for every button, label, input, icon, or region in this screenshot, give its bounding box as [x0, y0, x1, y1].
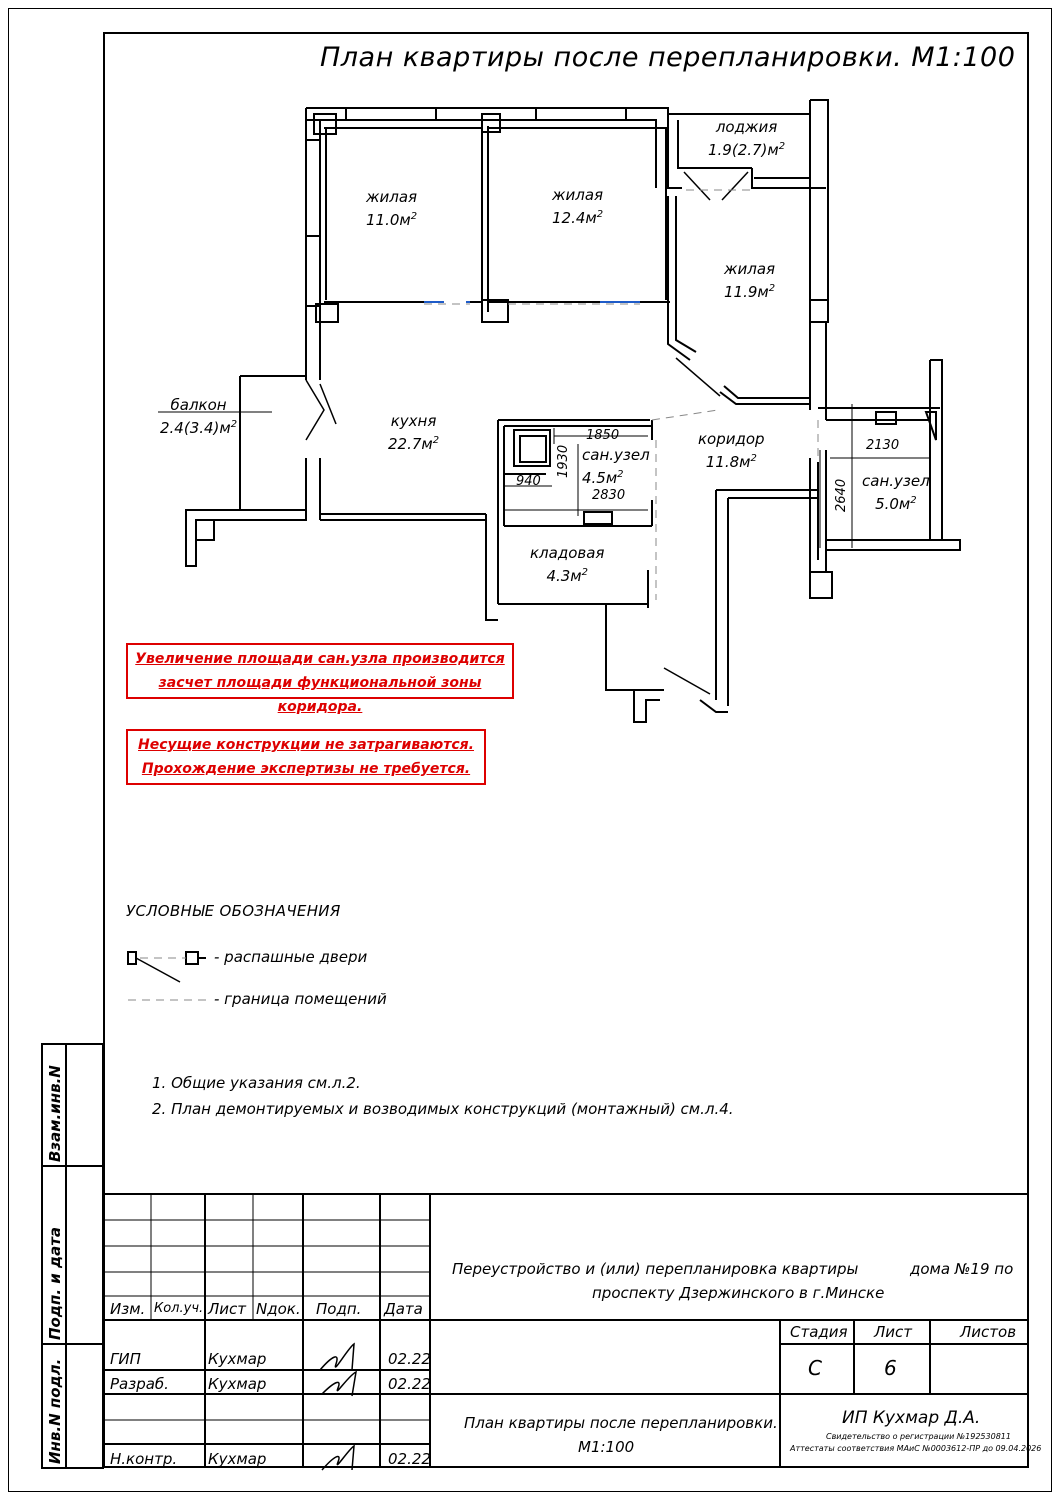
room-corridor: коридор 11.8м2 [698, 430, 765, 472]
room-area: 11.0м2 [366, 211, 418, 229]
dimension-2830: 2830 [592, 488, 626, 503]
room-living-2: жилая 12.4м2 [552, 186, 603, 228]
legend-boundary: - граница помещений [214, 990, 387, 1008]
room-area: 11.8м2 [705, 453, 757, 471]
general-note-2: 2. План демонтируемых и возводимых конст… [152, 1100, 734, 1118]
dimension-1930: 1930 [556, 444, 571, 478]
room-bathroom-2: сан.узел 5.0м2 [862, 472, 930, 514]
tb-sheets-label: Листов [960, 1323, 1017, 1341]
page-title: План квартиры после перепланировки. М1:1… [320, 42, 1016, 73]
room-name: коридор [698, 430, 765, 448]
room-name: кладовая [530, 544, 605, 562]
room-living-3: жилая 11.9м2 [724, 260, 775, 302]
tb-cert-2: Аттестаты соответствия МАиС №0003612-ПР … [790, 1444, 1042, 1453]
room-area: 4.3м2 [546, 567, 588, 585]
room-area: 1.9(2.7)м2 [708, 141, 786, 159]
dimension-1850: 1850 [586, 428, 620, 443]
room-name: лоджия [715, 118, 778, 136]
tb-header-data: Дата [384, 1300, 423, 1318]
tb-project-line1b: дома №19 по [910, 1260, 1014, 1278]
tb-sheet-title-1: План квартиры после перепланировки. [464, 1414, 778, 1432]
tb-role-nkontr: Н.контр. [110, 1450, 178, 1468]
room-living-1: жилая 11.0м2 [366, 188, 417, 230]
note-bathroom-enlargement: Увеличение площади сан.узла производится… [126, 643, 514, 715]
room-name: сан.узел [582, 446, 650, 464]
room-name: жилая [724, 260, 776, 278]
room-name: балкон [170, 396, 227, 414]
note-line: Увеличение площади сан.узла производится [135, 651, 505, 667]
tb-date-razrab: 02.22 [388, 1375, 431, 1393]
stamp-inv-podl: Инв.N подл. [46, 1358, 64, 1464]
room-name: жилая [552, 186, 604, 204]
tb-sheet-value: 6 [884, 1356, 897, 1380]
tb-header-podp: Подп. [316, 1300, 362, 1318]
tb-stage-label: Стадия [790, 1323, 848, 1341]
tb-sheet-title-2: М1:100 [578, 1438, 635, 1456]
tb-role-razrab: Разраб. [110, 1375, 169, 1393]
tb-role-gip: ГИП [110, 1350, 141, 1368]
room-area: 22.7м2 [388, 435, 440, 453]
dimension-2130: 2130 [866, 438, 900, 453]
room-bathroom-1: сан.узел 4.5м2 [582, 446, 650, 488]
tb-name-gip: Кухмар [208, 1350, 267, 1368]
note-load-bearing: Несущие конструкции не затрагиваются. Пр… [126, 729, 486, 785]
sheet-outer-border [8, 8, 1052, 1492]
room-balcony: балкон 2.4(3.4)м2 [160, 396, 237, 438]
tb-header-kol: Кол.уч. [154, 1301, 204, 1316]
tb-project-line1: Переустройство и (или) перепланировка кв… [452, 1260, 859, 1278]
legend-doors: - распашные двери [214, 948, 368, 966]
stamp-podp-data: Подп. и дата [46, 1226, 64, 1340]
room-area: 12.4м2 [552, 209, 604, 227]
general-note-1: 1. Общие указания см.л.2. [152, 1074, 361, 1092]
room-kitchen: кухня 22.7м2 [388, 412, 439, 454]
tb-name-razrab: Кухмар [208, 1375, 267, 1393]
stamp-vzam-inv: Взам.инв.N [46, 1065, 64, 1162]
note-line: Прохождение экспертизы не требуется. [141, 761, 471, 777]
tb-header-list: Лист [208, 1300, 247, 1318]
tb-date-nkontr: 02.22 [388, 1450, 431, 1468]
room-loggia: лоджия 1.9(2.7)м2 [708, 118, 785, 160]
room-area: 4.5м2 [582, 469, 624, 487]
signature-marks [319, 1342, 357, 1471]
tb-name-nkontr: Кухмар [208, 1450, 267, 1468]
tb-date-gip: 02.22 [388, 1350, 431, 1368]
tb-header-ndok: Nдок. [256, 1300, 301, 1318]
room-name: сан.узел [862, 472, 930, 490]
room-name: кухня [390, 412, 437, 430]
dimension-940: 940 [516, 474, 541, 489]
note-line: засчет площади функциональной зоны корид… [158, 675, 482, 715]
note-line: Несущие конструкции не затрагиваются. [138, 737, 474, 753]
tb-stage-value: С [808, 1356, 822, 1380]
dimension-2640: 2640 [834, 478, 849, 512]
room-name: жилая [366, 188, 418, 206]
room-storage: кладовая 4.3м2 [530, 544, 604, 586]
room-area: 2.4(3.4)м2 [160, 419, 238, 437]
tb-sheet-label: Лист [874, 1323, 913, 1341]
tb-company: ИП Кухмар Д.А. [842, 1408, 981, 1428]
tb-project-line2: проспекту Дзержинского в г.Минске [592, 1284, 885, 1302]
drawing-frame [103, 32, 1029, 1468]
legend-title: УСЛОВНЫЕ ОБОЗНАЧЕНИЯ [126, 902, 341, 920]
room-area: 5.0м2 [875, 495, 917, 513]
tb-cert-1: Свидетельство о регистрации №192530811 [826, 1432, 1011, 1441]
tb-header-izm: Изм. [110, 1300, 146, 1318]
room-area: 11.9м2 [724, 283, 776, 301]
